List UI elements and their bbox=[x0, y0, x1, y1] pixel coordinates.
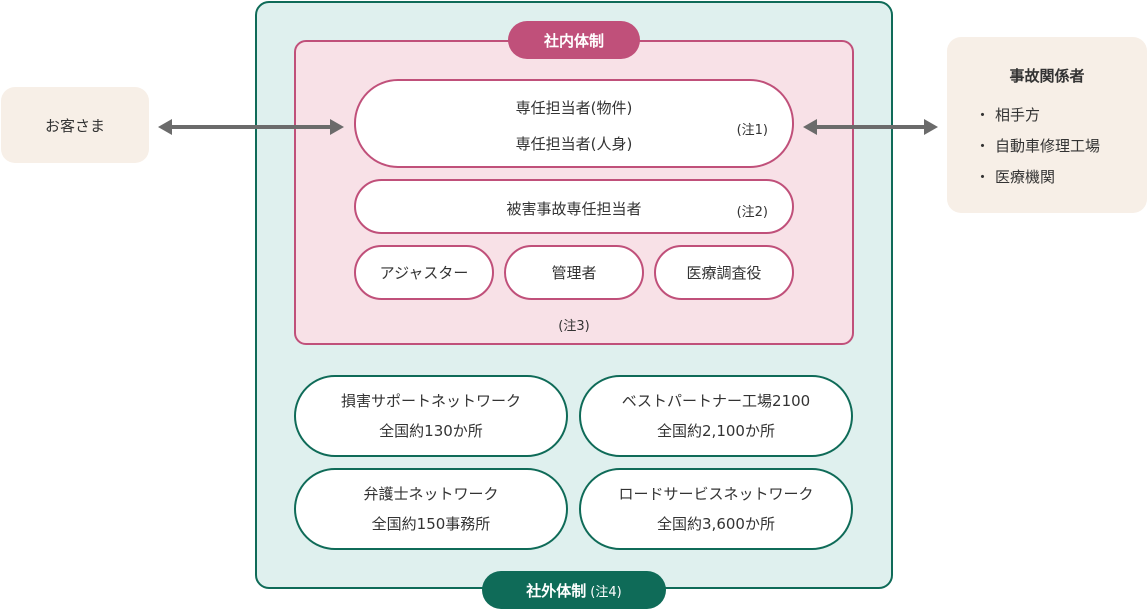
manager-label: 管理者 bbox=[551, 264, 597, 282]
lawyer-network-pill: 弁護士ネットワーク 全国約150事務所 bbox=[294, 468, 568, 550]
best-partner-factory-count: 全国約2,100か所 bbox=[657, 422, 775, 440]
medical-investigator-label: 医療調査役 bbox=[686, 264, 762, 282]
note1-label: (注1) bbox=[736, 123, 768, 138]
list-item: ・医療機関 bbox=[975, 165, 1100, 196]
related-parties-box: 事故関係者 ・相手方 ・自動車修理工場 ・医療機関 bbox=[947, 37, 1147, 213]
best-partner-factory-pill: ベストパートナー工場2100 全国約2,100か所 bbox=[579, 375, 853, 457]
dedicated-staff-pill: 専任担当者(物件) 専任担当者(人身) (注1) bbox=[354, 79, 794, 168]
damage-support-network-pill: 損害サポートネットワーク 全国約130か所 bbox=[294, 375, 568, 457]
related-parties-list: ・相手方 ・自動車修理工場 ・医療機関 bbox=[975, 103, 1100, 196]
medical-investigator-pill: 医療調査役 bbox=[654, 245, 794, 300]
right-double-arrow-icon bbox=[803, 119, 938, 135]
victim-staff-pill: 被害事故専任担当者 (注2) bbox=[354, 179, 794, 234]
road-service-network-count: 全国約3,600か所 bbox=[657, 515, 775, 533]
adjuster-label: アジャスター bbox=[379, 264, 469, 282]
related-parties-title: 事故関係者 bbox=[1009, 67, 1085, 85]
bullet-icon: ・ bbox=[975, 106, 991, 124]
lawyer-network-name: 弁護士ネットワーク bbox=[363, 485, 499, 503]
adjuster-pill: アジャスター bbox=[354, 245, 494, 300]
left-double-arrow-icon bbox=[158, 119, 344, 135]
manager-pill: 管理者 bbox=[504, 245, 644, 300]
note2-label: (注2) bbox=[736, 205, 768, 220]
external-system-tag: 社外体制 (注4) bbox=[482, 571, 666, 609]
list-item: ・自動車修理工場 bbox=[975, 134, 1100, 165]
internal-system-tag: 社内体制 bbox=[508, 21, 640, 59]
best-partner-factory-name: ベストパートナー工場2100 bbox=[621, 392, 811, 410]
list-item: ・相手方 bbox=[975, 103, 1100, 134]
staff-personal-label: 専任担当者(人身) bbox=[515, 135, 633, 153]
internal-system-tag-label: 社内体制 bbox=[543, 31, 604, 50]
customer-label: お客さま bbox=[44, 116, 105, 135]
note3-label: (注3) bbox=[558, 319, 590, 334]
lawyer-network-count: 全国約150事務所 bbox=[371, 515, 491, 533]
victim-staff-label: 被害事故専任担当者 bbox=[506, 200, 642, 218]
note4-label: (注4) bbox=[590, 584, 622, 600]
staff-property-label: 専任担当者(物件) bbox=[515, 99, 633, 117]
external-system-tag-label: 社外体制 bbox=[526, 581, 587, 600]
bullet-icon: ・ bbox=[975, 137, 991, 155]
damage-support-network-count: 全国約130か所 bbox=[379, 422, 483, 440]
customer-box: お客さま bbox=[1, 87, 149, 163]
road-service-network-pill: ロードサービスネットワーク 全国約3,600か所 bbox=[579, 468, 853, 550]
road-service-network-name: ロードサービスネットワーク bbox=[618, 485, 814, 503]
bullet-icon: ・ bbox=[975, 168, 991, 186]
damage-support-network-name: 損害サポートネットワーク bbox=[340, 392, 521, 410]
